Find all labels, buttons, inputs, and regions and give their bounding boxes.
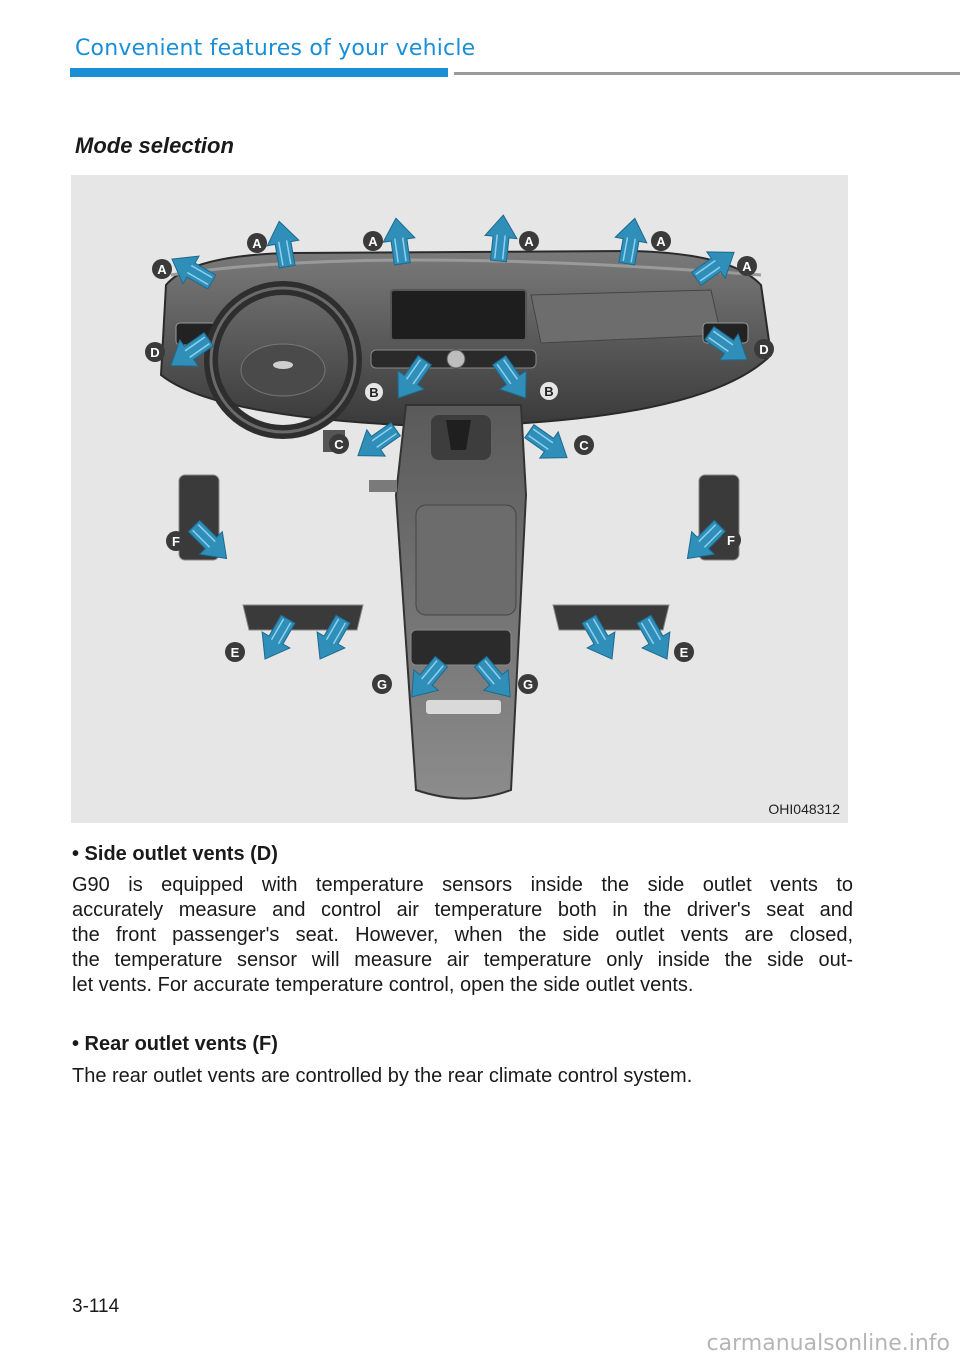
vent-diagram: A A A A A A B B C C D D F F E E G G OHI0… <box>71 175 848 823</box>
center-display <box>390 289 527 341</box>
page-number: 3-114 <box>72 1296 120 1317</box>
paragraph-line: the temperature sensor will measure air … <box>72 949 853 971</box>
paragraph-line: accurately measure and control air tempe… <box>72 899 853 921</box>
section-heading: Mode selection <box>75 133 234 158</box>
badge-e2: E <box>674 642 694 662</box>
svg-text:E: E <box>680 645 689 660</box>
badge-a1: A <box>152 259 172 279</box>
svg-text:G: G <box>523 677 533 692</box>
svg-text:A: A <box>742 259 752 274</box>
paragraph-side-vents: G90 is equipped with temperature sensors… <box>72 873 853 998</box>
badge-b2: B <box>540 382 558 400</box>
paragraph-line: G90 is equipped with temperature sensors… <box>72 874 853 896</box>
badge-e1: E <box>225 642 245 662</box>
svg-text:F: F <box>727 533 735 548</box>
svg-text:B: B <box>369 385 378 400</box>
badge-f2: F <box>721 530 741 550</box>
bullet-title-rear-vents: • Rear outlet vents (F) <box>72 1033 278 1055</box>
svg-text:A: A <box>157 262 167 277</box>
svg-text:A: A <box>368 234 378 249</box>
svg-text:A: A <box>524 234 534 249</box>
svg-text:F: F <box>172 534 180 549</box>
paragraph-line: let vents. For accurate temperature cont… <box>72 974 694 996</box>
svg-text:A: A <box>252 236 262 251</box>
badge-a5: A <box>651 231 671 251</box>
svg-text:D: D <box>150 345 159 360</box>
badge-a3: A <box>363 231 383 251</box>
badge-g2: G <box>518 674 538 694</box>
svg-text:A: A <box>656 234 666 249</box>
svg-text:D: D <box>759 342 768 357</box>
paragraph-line: the front passenger's seat. However, whe… <box>72 924 853 946</box>
header-title: Convenient features of your vehicle <box>75 36 476 61</box>
figure-code: OHI048312 <box>768 801 840 817</box>
badge-d2: D <box>754 339 774 359</box>
badge-a6: A <box>737 256 757 276</box>
svg-text:B: B <box>544 384 553 399</box>
header-accent-bar <box>70 68 448 77</box>
badge-g1: G <box>372 674 392 694</box>
svg-text:C: C <box>334 437 344 452</box>
badge-f1: F <box>166 531 186 551</box>
header-rule <box>454 72 960 75</box>
badge-c1: C <box>329 434 349 454</box>
badge-a4: A <box>519 231 539 251</box>
svg-text:E: E <box>231 645 240 660</box>
watermark: carmanualsonline.info <box>706 1331 950 1356</box>
badge-b1: B <box>365 383 383 401</box>
badge-c2: C <box>574 435 594 455</box>
paragraph-rear-vents: The rear outlet vents are controlled by … <box>72 1065 693 1087</box>
badge-a2: A <box>247 233 267 253</box>
bullet-title-side-vents: • Side outlet vents (D) <box>72 843 278 865</box>
vent-diagram-illustration: A A A A A A B B C C D D F F E E G G <box>145 212 774 800</box>
svg-text:C: C <box>579 438 589 453</box>
svg-text:G: G <box>377 677 387 692</box>
badge-d1: D <box>145 342 165 362</box>
